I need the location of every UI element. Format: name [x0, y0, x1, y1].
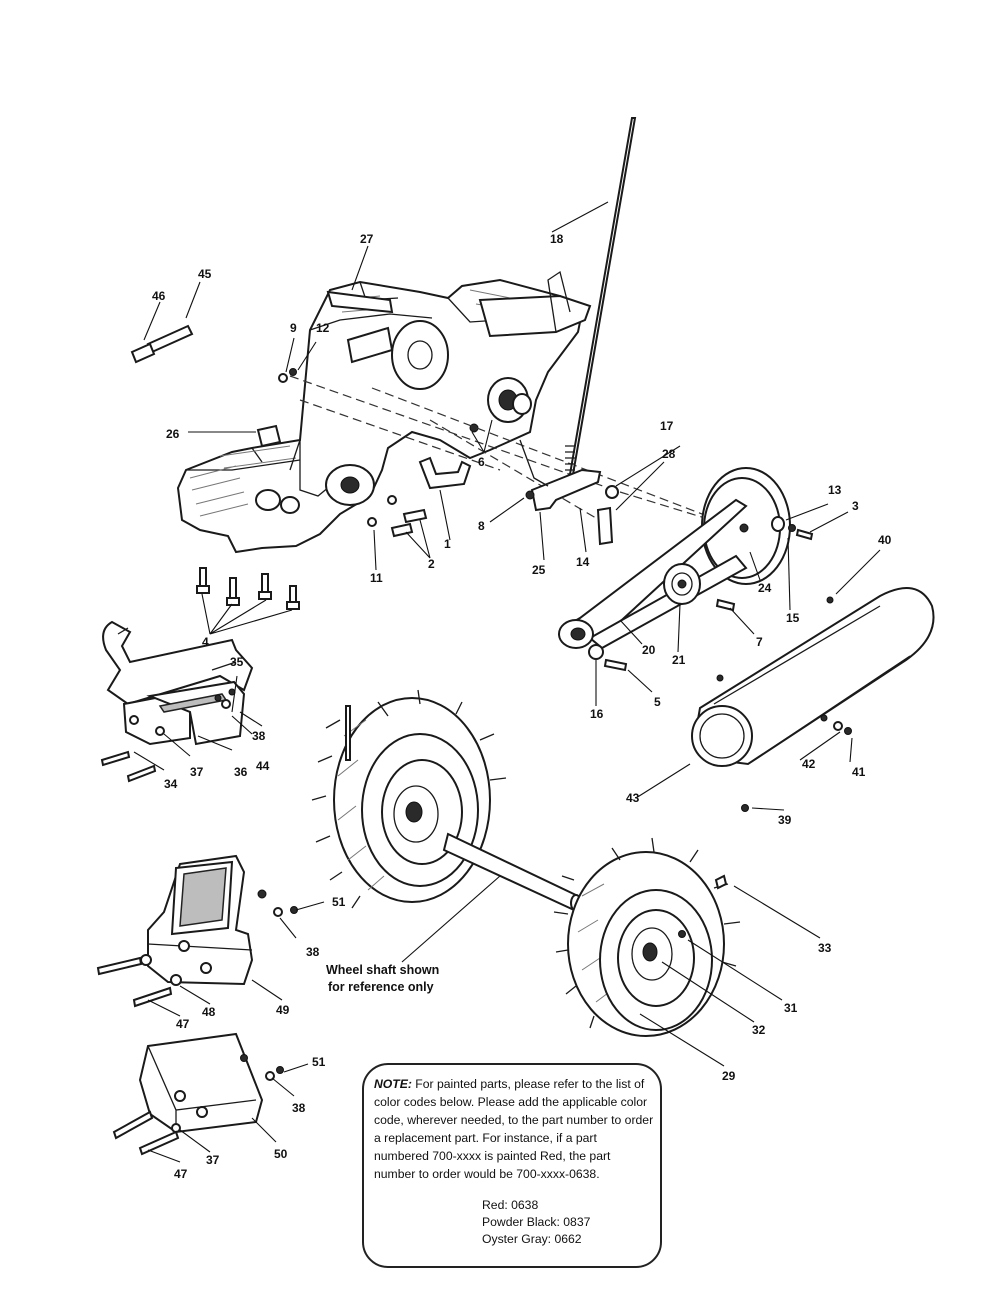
callout-51b: 51 — [312, 1055, 326, 1069]
callout-5: 5 — [654, 695, 661, 709]
callout-42: 42 — [802, 757, 816, 771]
weight-49 — [96, 854, 298, 1008]
callout-38a: 38 — [252, 729, 266, 743]
callout-27: 27 — [360, 232, 374, 246]
callout-38c: 38 — [292, 1101, 306, 1115]
callout-31: 31 — [784, 1001, 798, 1015]
callout-28: 28 — [662, 447, 676, 461]
shift-rod — [519, 117, 637, 546]
callout-17: 17 — [660, 419, 674, 433]
callout-2: 2 — [428, 557, 435, 571]
callout-20: 20 — [642, 643, 656, 657]
callout-43: 43 — [626, 791, 640, 805]
callout-34: 34 — [164, 777, 178, 791]
callout-44: 44 — [256, 759, 270, 773]
callout-11: 11 — [370, 571, 383, 585]
callout-45: 45 — [198, 267, 212, 281]
callout-24: 24 — [758, 581, 772, 595]
color-code-note: NOTE: For painted parts, please refer to… — [362, 1063, 662, 1268]
callout-51a: 51 — [332, 895, 346, 909]
callout-14: 14 — [576, 555, 590, 569]
wheel-shaft-note-line2: for reference only — [328, 980, 434, 994]
callout-4: 4 — [202, 635, 209, 649]
front-bumper — [100, 620, 254, 783]
left-wheel — [311, 689, 507, 909]
color-code-oyster-gray: Oyster Gray: 0662 — [482, 1232, 582, 1246]
callout-49: 49 — [276, 1003, 290, 1017]
callout-13: 13 — [828, 483, 842, 497]
belt-cover — [691, 587, 935, 812]
callout-35: 35 — [230, 655, 244, 669]
callout-40: 40 — [878, 533, 892, 547]
callout-33: 33 — [818, 941, 832, 955]
callout-3: 3 — [852, 499, 859, 513]
note-body: For painted parts, please refer to the l… — [374, 1077, 654, 1181]
callout-26: 26 — [166, 427, 180, 441]
leader-lines — [133, 201, 881, 1163]
callout-18: 18 — [550, 232, 564, 246]
note-text: NOTE: For painted parts, please refer to… — [374, 1075, 654, 1183]
callout-16: 16 — [590, 707, 604, 721]
weight-50 — [112, 1032, 284, 1156]
wheel-shaft-note-line1: Wheel shaft shown — [326, 963, 439, 977]
belt-pulley-assembly — [558, 467, 814, 672]
callout-12: 12 — [316, 321, 330, 335]
callout-8: 8 — [478, 519, 485, 533]
callout-9: 9 — [290, 321, 297, 335]
color-code-list: Red: 0638 Powder Black: 0837 Oyster Gray… — [482, 1197, 654, 1248]
callout-47b: 47 — [174, 1167, 188, 1181]
callout-36: 36 — [234, 765, 248, 779]
wheel-shaft-annotation: Wheel shaft shown for reference only — [326, 963, 439, 994]
color-code-red: Red: 0638 — [482, 1198, 539, 1212]
color-code-powder-black: Powder Black: 0837 — [482, 1215, 591, 1229]
callout-46: 46 — [152, 289, 166, 303]
callout-15: 15 — [786, 611, 800, 625]
callout-37b: 37 — [206, 1153, 220, 1167]
callout-41: 41 — [852, 765, 866, 779]
right-wheel — [553, 837, 741, 1037]
callout-37a: 37 — [190, 765, 204, 779]
callout-1: 1 — [444, 537, 451, 551]
pin-45-46 — [130, 324, 194, 364]
callout-25: 25 — [532, 563, 546, 577]
callout-29: 29 — [722, 1069, 736, 1083]
callout-21: 21 — [672, 653, 686, 667]
callout-6: 6 — [478, 455, 485, 469]
callout-labels: 27 18 45 46 9 12 26 6 17 28 8 1 2 11 25 … — [152, 232, 892, 1181]
callout-7: 7 — [756, 635, 763, 649]
callout-39: 39 — [778, 813, 792, 827]
bolt-set-4 — [196, 567, 300, 610]
note-head: NOTE: — [374, 1077, 412, 1091]
callout-38b: 38 — [306, 945, 320, 959]
tiller-frame — [176, 270, 592, 610]
alignment-lines — [289, 375, 745, 531]
callout-48: 48 — [202, 1005, 216, 1019]
callout-47a: 47 — [176, 1017, 190, 1031]
callout-32: 32 — [752, 1023, 766, 1037]
callout-50: 50 — [274, 1147, 288, 1161]
